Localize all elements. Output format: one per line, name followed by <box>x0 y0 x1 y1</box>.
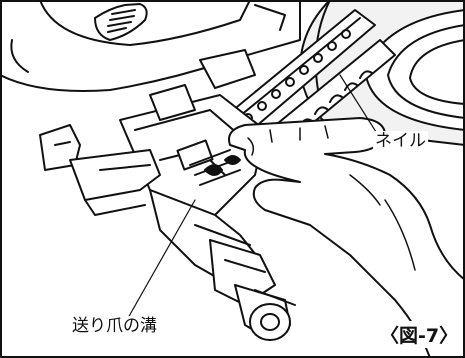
figure-number: 〈図-7〉 <box>378 321 461 348</box>
nose-assembly <box>149 189 296 341</box>
feed-claw-groove-callout-label: 送り爪の溝 <box>70 316 159 336</box>
magazine-mechanism <box>119 49 266 216</box>
side-bracket <box>39 124 161 216</box>
groove-leader-line <box>127 199 196 319</box>
nail-callout-label: ネイル <box>373 131 428 151</box>
nail-leader-line <box>339 74 379 136</box>
tool-body-housing <box>0 0 301 92</box>
